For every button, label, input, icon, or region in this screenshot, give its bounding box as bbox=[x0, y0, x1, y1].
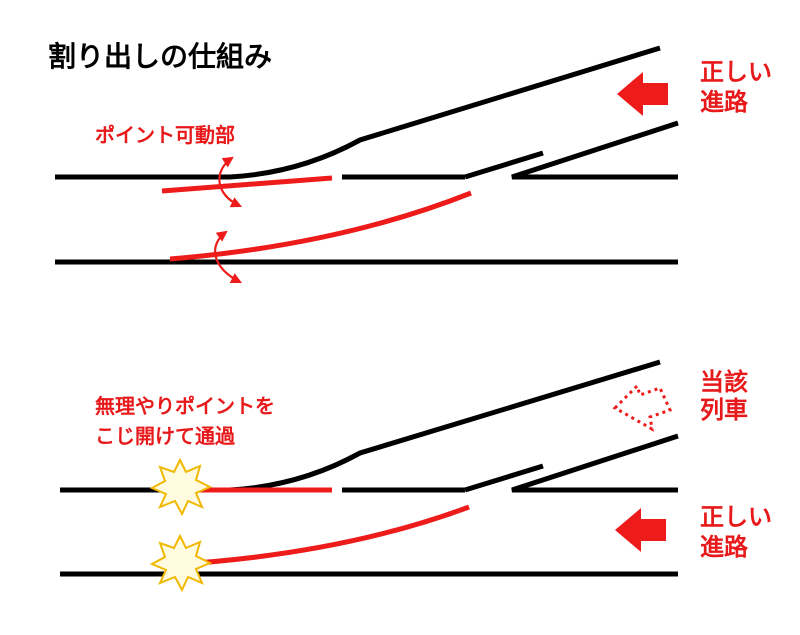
bottom-direction-label-line1: 正しい bbox=[700, 503, 772, 531]
bottom-diagram: 無理やりポイントを こじ開けて通過 当該 列車 正しい 進路 bbox=[60, 359, 772, 593]
train-label-line1: 当該 bbox=[700, 368, 748, 396]
bottom-point-blade-lower bbox=[167, 504, 470, 568]
top-frog-wing-rail bbox=[511, 120, 679, 180]
impact-burst-icon bbox=[149, 533, 213, 593]
top-point-blade-upper bbox=[161, 175, 333, 194]
train-label-line2: 列車 bbox=[700, 396, 748, 424]
impact-burst-icon bbox=[149, 457, 213, 517]
bottom-frog-rail bbox=[464, 463, 544, 493]
bottom-direction-label-line2: 進路 bbox=[700, 533, 749, 561]
forced-pass-label-line1: 無理やりポイントを bbox=[95, 394, 275, 418]
point-movable-label: ポイント可動部 bbox=[95, 123, 235, 147]
top-diagram: ポイント可動部 正しい 進路 bbox=[55, 45, 772, 283]
top-direction-label-line1: 正しい bbox=[700, 58, 772, 86]
red-arrow-left-icon bbox=[617, 72, 668, 116]
bottom-frog-wing-rail bbox=[511, 433, 679, 493]
forced-pass-label-line2: こじ開けて通過 bbox=[95, 424, 236, 448]
diagram-title: 割り出しの仕組み bbox=[48, 40, 272, 73]
top-point-blade-lower bbox=[169, 190, 472, 262]
rotation-arrow-icon bbox=[214, 230, 242, 283]
red-arrow-left-icon bbox=[615, 508, 666, 552]
top-direction-label-line2: 進路 bbox=[700, 88, 749, 116]
rotation-arrow-icon bbox=[218, 156, 242, 208]
top-frog-rail bbox=[464, 150, 544, 180]
dotted-arrow-icon bbox=[612, 383, 673, 432]
